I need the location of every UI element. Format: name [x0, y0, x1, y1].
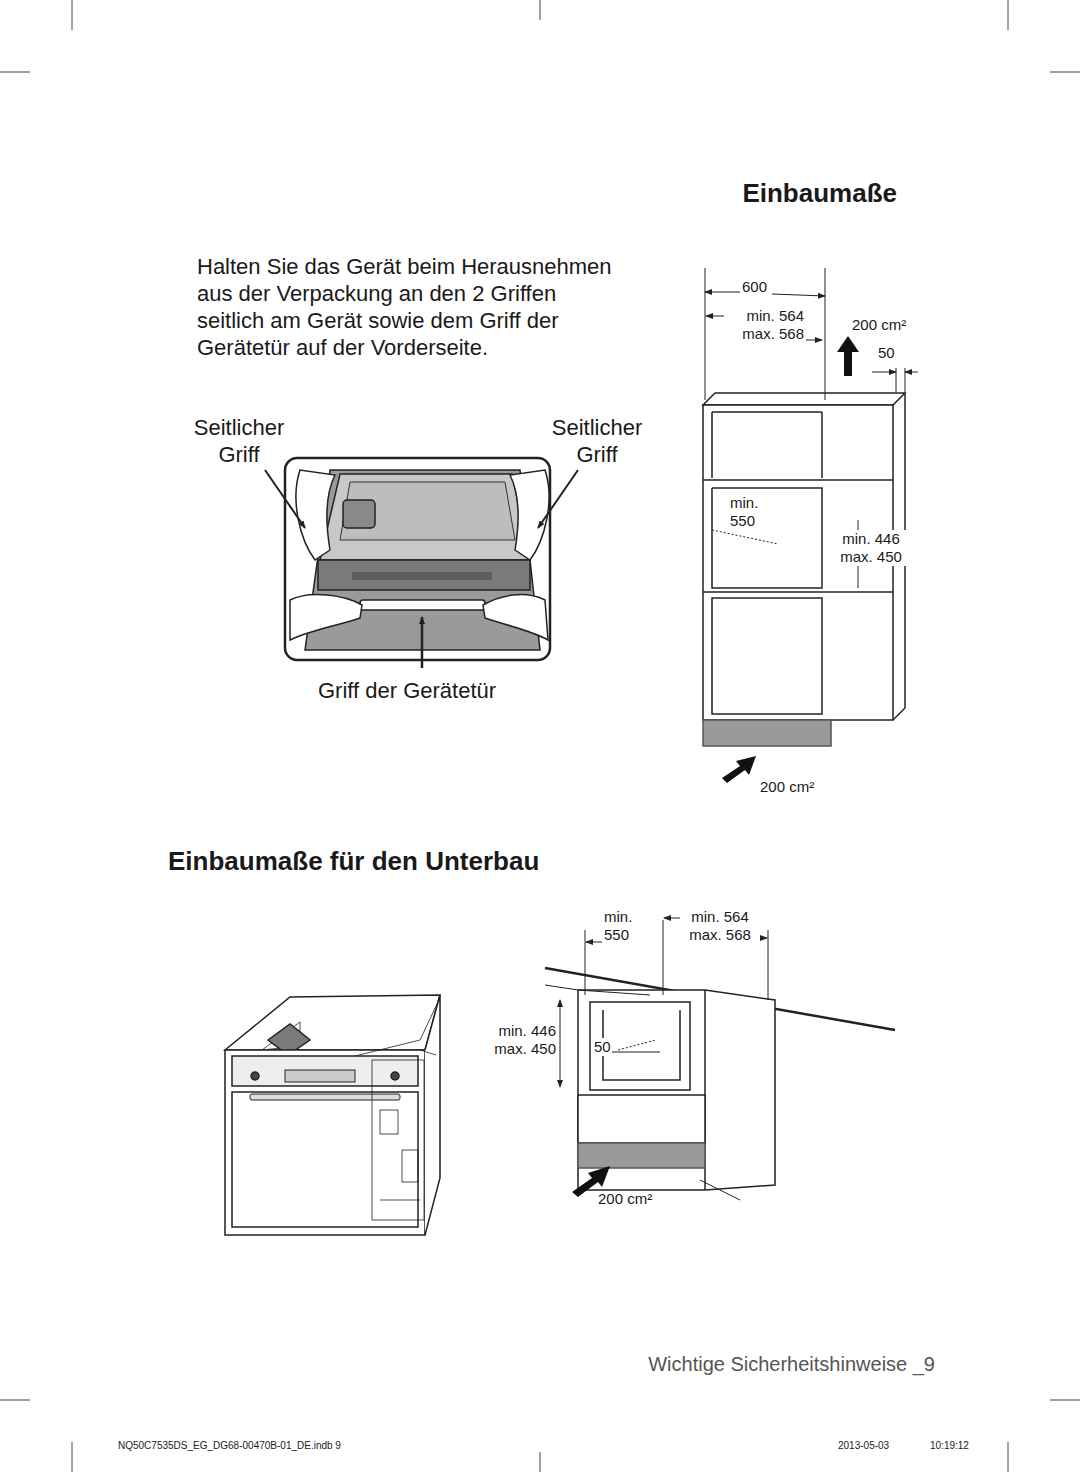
dimension-label: min. 446 max. 450 [830, 530, 912, 566]
instruction-text: Halten Sie das Gerät beim Herausnehmen a… [197, 253, 629, 361]
base-cabinet [545, 918, 895, 1200]
dimension-label: 600 [742, 278, 767, 296]
handling-illustration [265, 458, 578, 668]
part-label: Seitlicher Griff [180, 414, 298, 468]
part-label: Seitlicher Griff [538, 414, 656, 468]
page-footer: Wichtige Sicherheitshinweise _9 [648, 1352, 935, 1376]
page-heading: Einbaumaße [742, 178, 897, 209]
airflow-arrow [722, 756, 756, 783]
dimension-label: min. 564 max. 568 [680, 908, 760, 944]
dimension-label: 200 cm² [598, 1190, 652, 1208]
dimension-label: 200 cm² [852, 316, 906, 334]
section-heading: Einbaumaße für den Unterbau [168, 846, 539, 877]
dimension-label: 200 cm² [760, 778, 814, 796]
part-label: Griff der Gerätetür [318, 678, 496, 704]
airflow-arrow [837, 336, 859, 376]
dimension-label: 50 [594, 1038, 611, 1056]
dimension-label: min. 446 max. 450 [490, 1022, 556, 1058]
print-info: NQ50C7535DS_EG_DG68-00470B-01_DE.indb 9 [118, 1440, 341, 1452]
dimension-label: min. 564 max. 568 [726, 307, 804, 343]
dimension-label: min. 550 [730, 494, 770, 530]
tall-cabinet [703, 268, 918, 746]
dimension-label: min. 550 [604, 908, 644, 944]
oven-illustration [225, 995, 440, 1235]
print-info: 10:19:12 [930, 1440, 969, 1452]
print-info: 2013-05-03 [838, 1440, 889, 1452]
dimension-label: 50 [878, 344, 895, 362]
